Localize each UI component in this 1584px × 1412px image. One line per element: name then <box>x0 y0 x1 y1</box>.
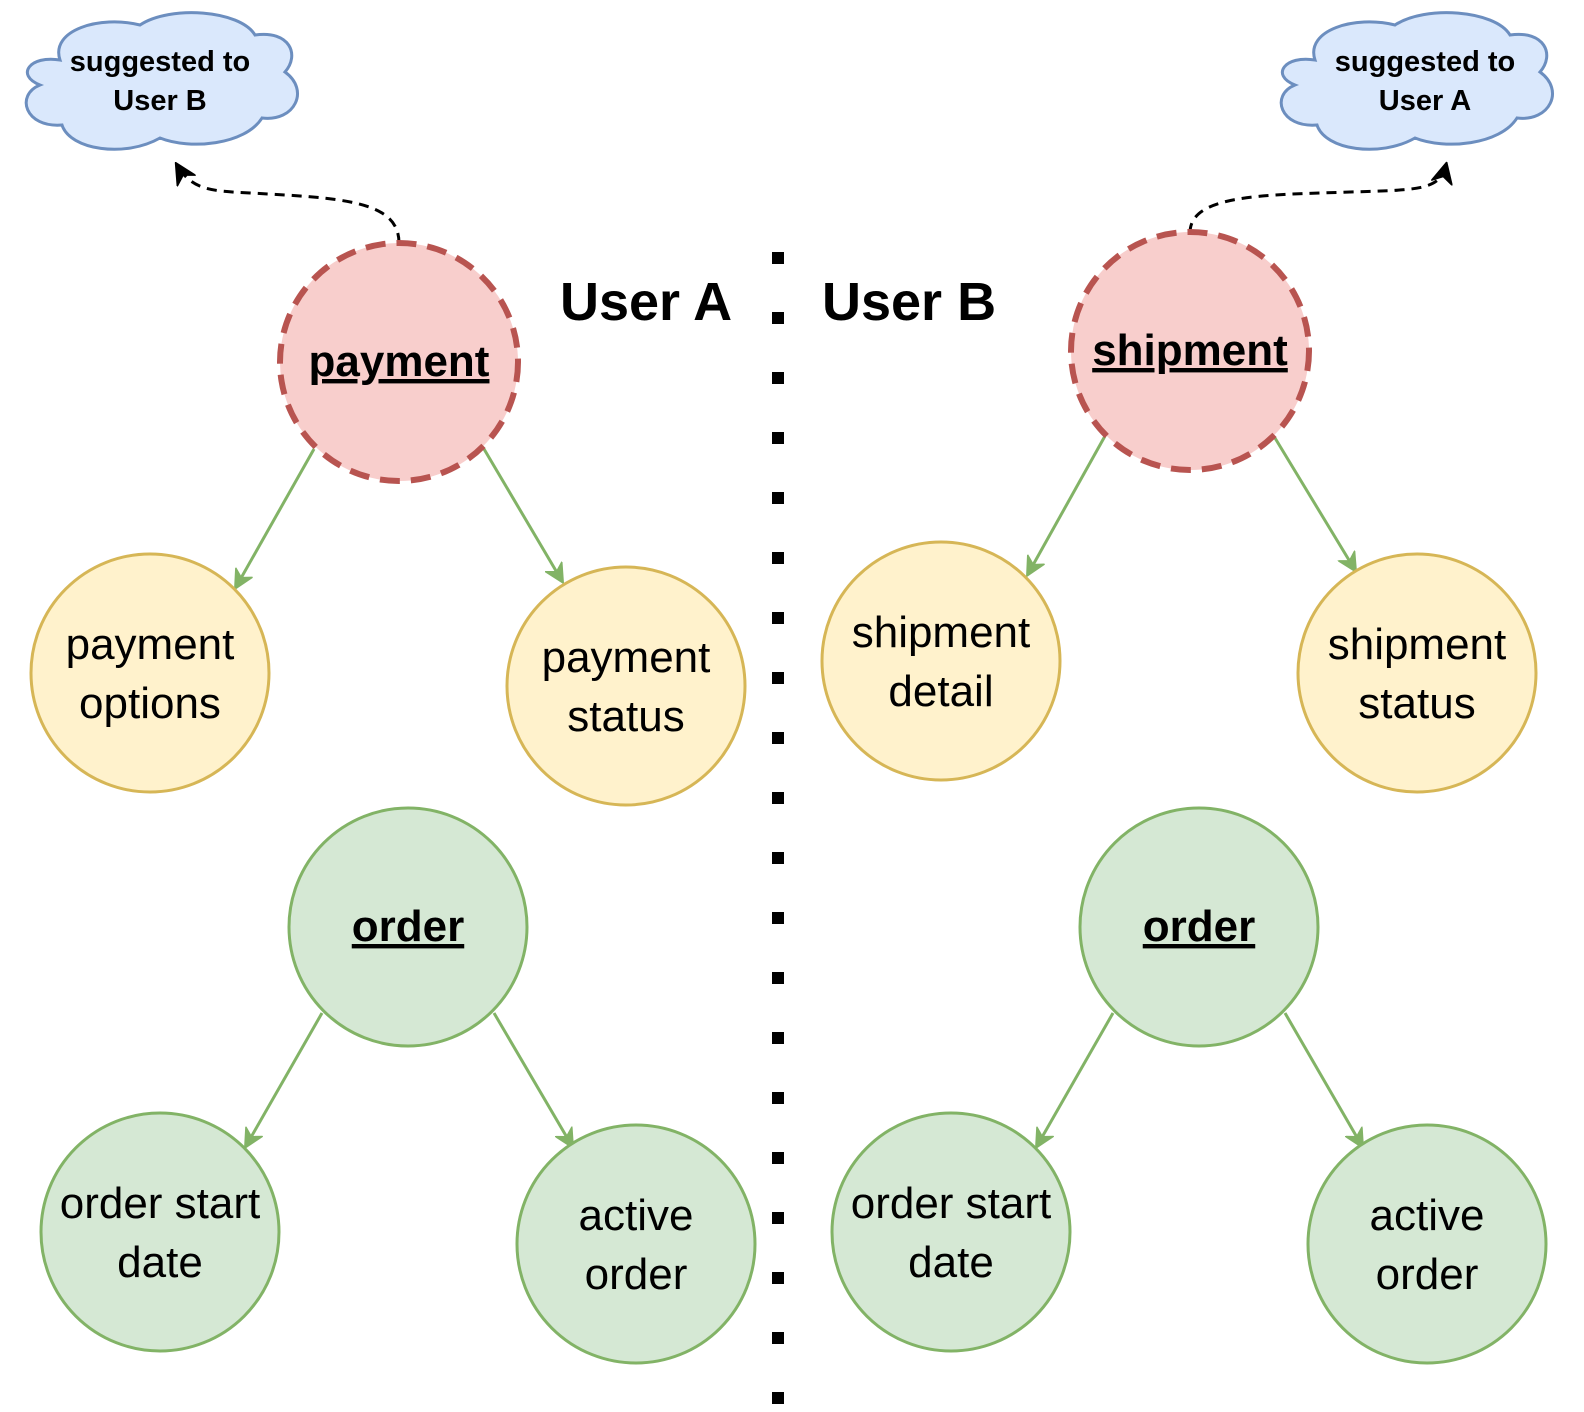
heading-user-b: User B <box>822 272 996 332</box>
node-label-line2: detail <box>888 667 993 716</box>
node-label: order <box>1143 902 1255 951</box>
node-order-start-date-a: order start date <box>39 1111 281 1353</box>
edge <box>1028 435 1107 574</box>
node-order-b: order <box>1078 806 1320 1048</box>
node-label-line1: payment <box>66 620 235 669</box>
cloud-suggested-to-user-b: suggested to User B <box>24 11 299 151</box>
node-label-line2: options <box>79 679 221 728</box>
edges <box>236 435 1362 1146</box>
edge <box>492 1012 572 1146</box>
node-label-line2: date <box>908 1238 994 1287</box>
edge <box>1037 1012 1115 1146</box>
edge <box>1283 1012 1362 1146</box>
node-label: shipment <box>1092 326 1288 375</box>
node-label-line1: shipment <box>852 608 1031 657</box>
node-payment-status: payment status <box>505 565 747 807</box>
node-shipment-status: shipment status <box>1296 552 1538 794</box>
node-shipment-detail: shipment detail <box>820 540 1062 782</box>
cloud-suggested-to-user-a: suggested to User A <box>1279 11 1554 151</box>
node-label-line2: order <box>1376 1250 1479 1299</box>
cloud-text-line1: suggested to <box>70 46 250 78</box>
node-payment-options: payment options <box>29 552 271 794</box>
suggestion-arrow-a <box>177 165 401 244</box>
node-label-line2: date <box>117 1238 203 1287</box>
suggestion-arrow-b <box>1188 165 1446 234</box>
node-active-order-a: active order <box>515 1123 757 1365</box>
node-label-line1: active <box>579 1191 694 1240</box>
node-label-line1: active <box>1370 1191 1485 1240</box>
node-label-line2: status <box>567 692 684 741</box>
node-label-line1: shipment <box>1328 620 1507 669</box>
node-order-start-date-b: order start date <box>830 1111 1072 1353</box>
edge <box>1273 437 1355 570</box>
node-label: order <box>352 902 464 951</box>
node-label-line2: status <box>1358 679 1475 728</box>
node-order-a: order <box>287 806 529 1048</box>
cloud-text-line2: User B <box>113 85 207 117</box>
node-payment: payment <box>277 240 521 484</box>
node-label-line1: payment <box>542 633 711 682</box>
node-label-line1: order start <box>60 1179 261 1228</box>
node-label: payment <box>309 337 490 386</box>
edge <box>482 448 562 581</box>
node-shipment: shipment <box>1068 229 1312 473</box>
cloud-text-line1: suggested to <box>1335 46 1515 78</box>
node-label-line1: order start <box>851 1179 1052 1228</box>
node-active-order-b: active order <box>1306 1123 1548 1365</box>
edge <box>246 1012 324 1146</box>
heading-user-a: User A <box>560 272 732 332</box>
edge <box>236 448 316 587</box>
cloud-text-line2: User A <box>1379 85 1471 117</box>
node-label-line2: order <box>585 1250 688 1299</box>
